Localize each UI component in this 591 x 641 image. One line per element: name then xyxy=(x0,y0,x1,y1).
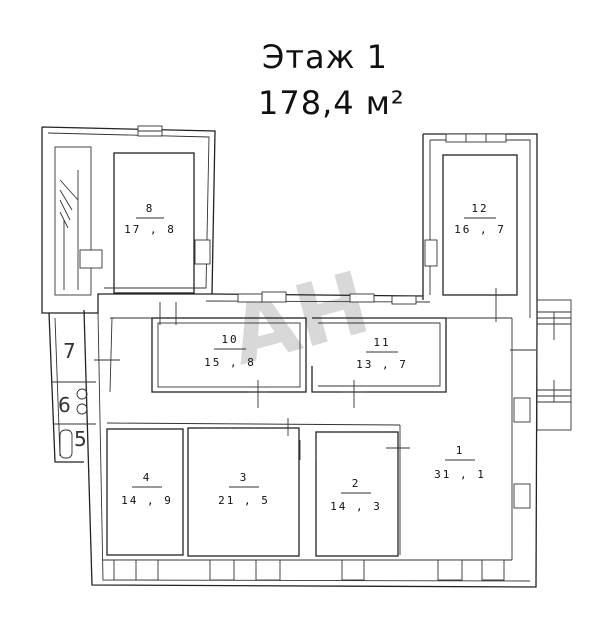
room-1-number: 1 xyxy=(456,444,465,457)
room-4-number: 4 xyxy=(143,471,152,484)
windows xyxy=(79,125,531,581)
room-10-number: 10 xyxy=(221,333,238,346)
room-4-area: 14 , 9 xyxy=(121,494,173,507)
toilet-icon xyxy=(59,429,73,459)
floor-title: Этаж 1 xyxy=(262,38,388,76)
floor-total-area: 178,4 м² xyxy=(258,84,405,122)
annex-rooms: 7 6 5 xyxy=(52,339,96,459)
room-4-outline xyxy=(106,428,184,556)
room-labels: 8 17 , 8 12 16 , 7 10 15 , 8 11 13 , 7 4… xyxy=(121,202,506,513)
stair-left xyxy=(54,146,92,296)
room-2-area: 14 , 3 xyxy=(330,500,382,513)
room-8-number: 8 xyxy=(146,202,155,215)
room-10-area: 15 , 8 xyxy=(204,356,256,369)
room-5-number: 5 xyxy=(74,427,87,451)
stair-right xyxy=(536,299,572,431)
room-7-number: 7 xyxy=(63,339,76,363)
room-3-number: 3 xyxy=(240,471,249,484)
room-12-outline xyxy=(442,154,518,296)
stove-icon xyxy=(76,388,88,400)
room-6-number: 6 xyxy=(58,393,71,417)
room-11-area: 13 , 7 xyxy=(356,358,408,371)
room-12-number: 12 xyxy=(471,202,488,215)
room-11-number: 11 xyxy=(373,336,390,349)
room-1-area: 31 , 1 xyxy=(434,468,486,481)
room-2-number: 2 xyxy=(352,477,361,490)
room-12-area: 16 , 7 xyxy=(454,223,506,236)
room-2-outline xyxy=(315,431,399,557)
room-8-area: 17 , 8 xyxy=(124,223,176,236)
doors xyxy=(94,288,536,460)
room-3-area: 21 , 5 xyxy=(218,494,270,507)
room-10-outline xyxy=(151,317,307,393)
room-3-outline xyxy=(187,427,300,557)
room-8-outline xyxy=(113,152,195,294)
